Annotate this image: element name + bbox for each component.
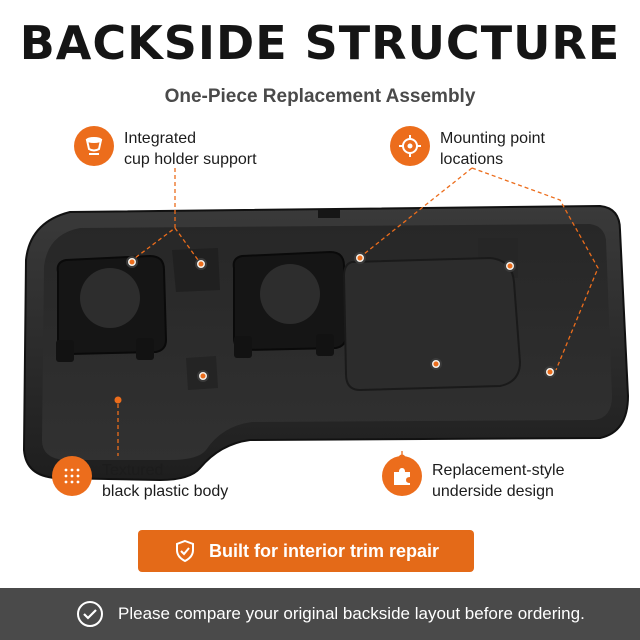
shield-check-icon (175, 539, 194, 563)
puzzle-icon (382, 456, 422, 496)
footer-note-text: Please compare your original backside la… (118, 604, 585, 623)
cup-icon (74, 126, 114, 166)
target-icon (390, 126, 430, 166)
texture-dots-icon (52, 456, 92, 496)
page-subtitle: One-Piece Replacement Assembly (164, 86, 476, 107)
page-title: BACKSIDE STRUCTURE (19, 16, 621, 70)
trim-repair-banner: Built for interior trim repair (138, 530, 474, 572)
footer-note-bar: Please compare your original backside la… (0, 588, 640, 640)
check-circle-icon (77, 601, 103, 627)
trim-repair-label: Built for interior trim repair (208, 540, 440, 561)
